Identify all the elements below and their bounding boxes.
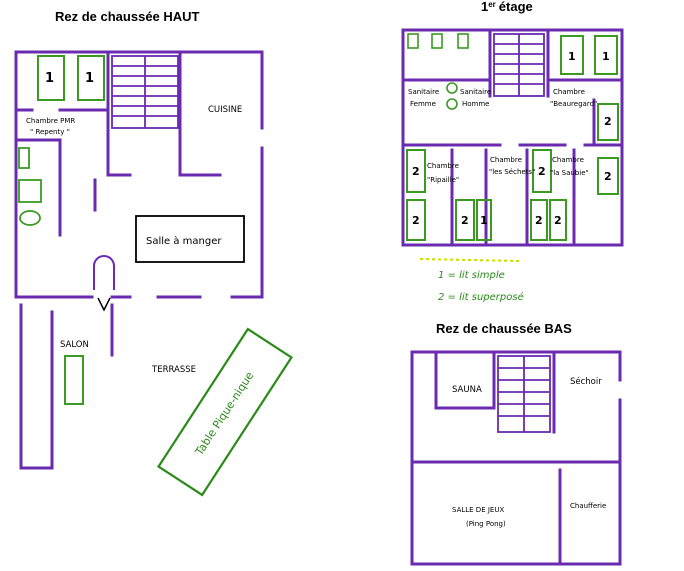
room-sechoir: Séchoir [570,376,602,387]
room-sanitaire-femme-2: Femme [410,100,436,108]
room-salle-de-jeux: SALLE DE JEUX [452,506,504,514]
legend-lit-simple: 1 = lit simple [438,270,505,281]
toilet-icon [446,98,458,110]
room-sanitaire-homme: Sanitaire [460,88,491,96]
bed-double [530,199,548,241]
bed-number: 1 [45,71,54,86]
sink-icon [407,33,419,49]
bed-double [406,149,426,193]
bed-double [597,157,619,195]
bed-double [549,199,567,241]
bed-double [532,149,552,193]
room-terrasse: TERRASSE [151,365,196,375]
walls-rdc-bas [410,350,622,566]
stairs-rdc-haut [111,55,179,129]
toilet-icon [19,210,41,226]
bed-simple [77,55,105,101]
bed-simple [594,35,618,75]
door-arch [93,255,115,290]
room-chambre-sechets: Chambre [490,156,522,164]
room-chaufferie: Chaufferie [570,502,606,510]
walls-etage-1 [401,28,624,247]
bed-number: 1 [480,214,488,227]
title-rdc-haut: Rez de chaussée HAUT [55,9,200,24]
room-chambre-pmr-name: " Repenty " [30,128,70,136]
bathroom-fixtures [18,147,42,226]
bed-number: 1 [85,71,94,86]
room-chambre-beauregard-2: "Beauregard" [550,100,597,108]
legend-lit-superpose: 2 = lit superposé [438,291,524,303]
bed-number: 2 [461,214,469,227]
room-chambre-beauregard: Chambre [553,88,585,96]
room-salon: SALON [60,340,89,350]
room-salle-a-manger: Salle à manger [146,235,222,247]
stairs-etage-1 [493,33,545,97]
room-chambre-saubie-2: "la Saubie" [550,169,589,177]
room-sauna: SAUNA [452,385,482,395]
bed-double [455,199,475,241]
bed-number: 2 [535,214,543,227]
room-chambre-pmr: Chambre PMR [26,117,75,125]
bed-number: 1 [568,50,576,63]
room-chambre-ripaille-2: "Ripaille" [427,176,459,184]
bed-number: 2 [538,165,546,178]
bed-number: 2 [554,214,562,227]
shower-icon [18,179,42,203]
bed-simple [476,199,492,241]
bed-number: 2 [412,165,420,178]
title-rdc-bas: Rez de chaussée BAS [436,321,572,336]
walls-rdc-haut [14,50,264,470]
beds-rdc-haut: 1 1 [37,55,105,101]
room-ping-pong: (Ping Pong) [466,520,506,528]
sink-icon [431,33,443,49]
bed-double [597,103,619,141]
bed-number: 2 [412,214,420,227]
plan-rdc-bas: Rez de chaussée BAS [410,321,622,566]
beds-etage-1 [406,35,619,241]
dining-table [135,215,245,263]
sanitary-fixtures-etage-1 [407,33,469,110]
room-chambre-saubie: Chambre [552,156,584,164]
room-chambre-ripaille: Chambre [427,162,459,170]
bed-number: 2 [604,170,612,183]
bed-double [406,199,426,241]
bed-simple [560,35,584,75]
bed-number: 1 [602,50,610,63]
stairs-rdc-bas [497,355,551,433]
legend-underline [419,258,521,262]
sofa [64,355,84,405]
plan-rdc-haut: Rez de chaussée HAUT [14,9,293,497]
room-sanitaire-homme-2: Homme [462,100,490,108]
bed-number: 2 [604,115,612,128]
toilet-icon [446,82,458,94]
room-cuisine: CUISINE [208,105,242,115]
legend: 1 = lit simple 2 = lit superposé [419,258,524,303]
room-chambre-sechets-2: "les Séchets" [489,168,535,176]
bed-simple [37,55,65,101]
picnic-table: Table Pique-nique [157,327,293,497]
entrance-arrow-icon [97,297,111,312]
room-sanitaire-femme: Sanitaire [408,88,439,96]
sink-icon [18,147,30,169]
sink-icon [457,33,469,49]
room-table-pique-nique: Table Pique-nique [192,369,256,458]
